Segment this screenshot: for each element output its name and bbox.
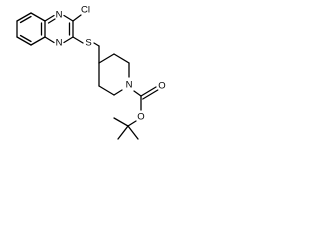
oxygen-atom-label: O (137, 112, 144, 123)
nitrogen-atom-label: N (56, 10, 63, 21)
atom-labels: N N Cl S N O O (56, 5, 166, 123)
bond (140, 86, 157, 97)
bond (44, 14, 55, 22)
bond (47, 18, 56, 24)
bond (127, 120, 137, 127)
bond (72, 14, 82, 22)
sulfur-atom-label: S (85, 38, 91, 49)
chlorine-atom-label: Cl (81, 5, 90, 16)
bond (16, 12, 32, 22)
nitrogen-atom-label: N (126, 80, 133, 91)
bond (30, 12, 46, 22)
oxygen-atom-label: O (158, 81, 165, 92)
bond (127, 125, 139, 140)
bond (98, 53, 115, 64)
bond (133, 90, 142, 97)
bond (98, 85, 115, 96)
bond (142, 89, 159, 100)
bond (63, 36, 74, 44)
bond (72, 36, 84, 44)
nitrogen-atom-label: N (56, 38, 63, 49)
bond (19, 15, 32, 24)
bond (113, 117, 129, 127)
bond (30, 36, 46, 46)
bond (19, 34, 32, 43)
bond (117, 125, 129, 140)
chemical-structure: N N Cl S N O O (16, 5, 166, 140)
bond (63, 14, 74, 22)
bond (93, 42, 100, 47)
bonds (16, 12, 159, 140)
bond (113, 53, 130, 64)
bond (16, 36, 32, 46)
bond (113, 89, 123, 96)
bond (44, 36, 55, 44)
